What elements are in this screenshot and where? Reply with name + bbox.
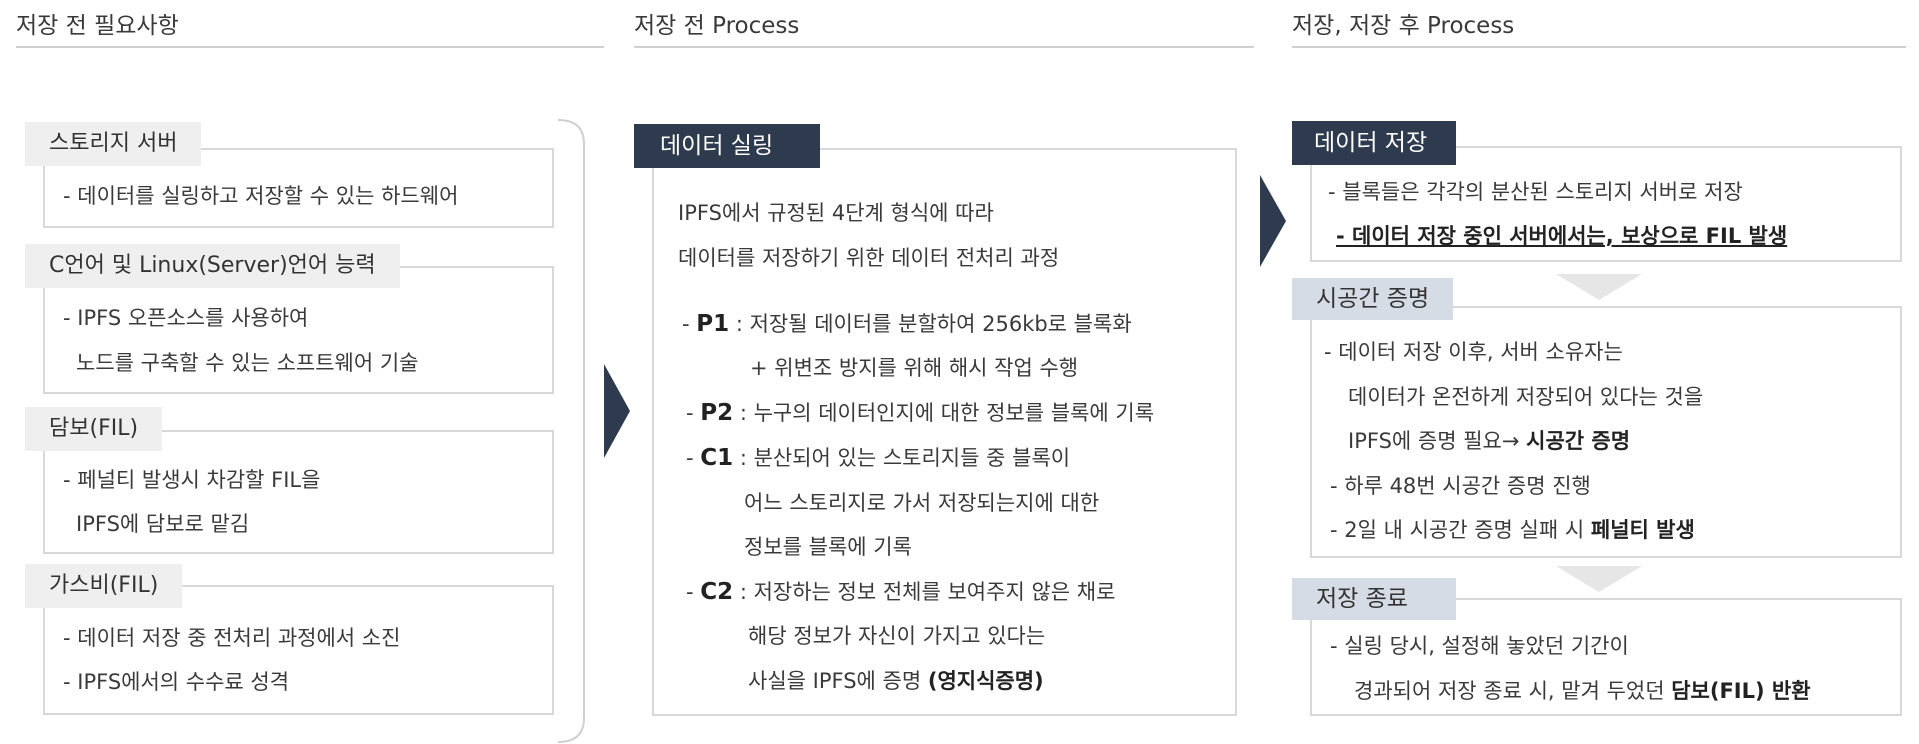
step-p2: - P2 : 누구의 데이터인지에 대한 정보를 블록에 기록 [686,397,1154,427]
section-line: - IPFS 오픈소스를 사용하여 [63,306,309,330]
proof-line: 데이터가 온전하게 저장되어 있다는 것을 [1348,385,1704,409]
store-box [1310,146,1902,262]
bracket-shape [557,119,585,743]
sealing-box [652,148,1237,716]
arrow-right-icon [604,364,630,458]
step-text: : 저장될 데이터를 분할하여 256kb로 블록화 [729,312,1132,336]
step-line: 정보를 블록에 기록 [744,535,912,559]
section-line: - IPFS에서의 수수료 성격 [63,670,290,694]
step-prefix: - [686,401,701,425]
proof-text: IPFS에 증명 필요→ [1348,429,1527,453]
step-line: 사실을 IPFS에 증명 (영지식증명) [748,665,1044,695]
step-text: : 누구의 데이터인지에 대한 정보를 블록에 기록 [733,401,1155,425]
proof-box [1310,306,1902,558]
step-prefix: - [686,580,701,604]
column-divider [634,46,1254,48]
section-line: 노드를 구축할 수 있는 소프트웨어 기술 [76,351,419,375]
section-line: - 데이터 저장 중 전처리 과정에서 소진 [63,626,401,650]
step-c1: - C1 : 분산되어 있는 스토리지들 중 블록이 [686,442,1070,472]
proof-line: - 데이터 저장 이후, 서버 소유자는 [1324,340,1623,364]
arrow-right-icon [1260,175,1286,267]
chevron-down-icon [1556,566,1642,592]
step-code: P1 [696,311,730,337]
proof-line: - 2일 내 시공간 증명 실패 시 페널티 발생 [1330,514,1695,544]
proof-line: - 하루 48번 시공간 증명 진행 [1330,474,1591,498]
penalty-label: 페널티 발생 [1590,518,1695,542]
step-c2: - C2 : 저장하는 정보 전체를 보여주지 않은 채로 [686,576,1115,606]
proof-line: IPFS에 증명 필요→ 시공간 증명 [1348,425,1630,455]
column-header-requirements: 저장 전 필요사항 [16,13,179,39]
section-title-collateral: 담보(FIL) [25,407,163,451]
step-line: + 위변조 방지를 위해 해시 작업 수행 [750,356,1079,380]
section-line: - 데이터를 실링하고 저장할 수 있는 하드웨어 [63,184,459,208]
collateral-return-label: 담보(FIL) 반환 [1671,679,1811,703]
end-text: 경과되어 저장 종료 시, 맡겨 두었던 [1354,679,1672,703]
step-line: 해당 정보가 자신이 가지고 있다는 [748,624,1046,648]
step-prefix: - [682,312,697,336]
step-text: : 분산되어 있는 스토리지들 중 블록이 [733,446,1071,470]
step-code: P2 [700,400,734,426]
end-line: - 실링 당시, 설정해 놓았던 기간이 [1330,634,1629,658]
store-title: 데이터 저장 [1292,121,1456,165]
step-code: C2 [700,579,734,605]
end-line: 경과되어 저장 종료 시, 맡겨 두었던 담보(FIL) 반환 [1354,675,1811,705]
section-line: IPFS에 담보로 맡김 [76,512,250,536]
step-code: C1 [700,445,734,471]
step-line: 어느 스토리지로 가서 저장되는지에 대한 [744,491,1100,515]
section-title-language-skill: C언어 및 Linux(Server)언어 능력 [25,244,400,288]
column-divider [1292,46,1906,48]
store-reward-line: - 데이터 저장 중인 서버에서는, 보상으로 FIL 발생 [1336,224,1788,248]
section-title-gas-fee: 가스비(FIL) [25,564,183,608]
end-title: 저장 종료 [1292,578,1456,620]
intro-line: 데이터를 저장하기 위한 데이터 전처리 과정 [678,246,1060,270]
step-p1: - P1 : 저장될 데이터를 분할하여 256kb로 블록화 [682,308,1132,338]
zero-knowledge-proof-label: (영지식증명) [927,669,1044,693]
intro-line: IPFS에서 규정된 4단계 형식에 따라 [678,201,994,225]
column-divider [16,46,604,48]
column-header-pre-process: 저장 전 Process [634,13,800,39]
proof-bold-text: 시공간 증명 [1526,429,1631,453]
sealing-title: 데이터 실링 [634,124,820,168]
column-header-post-process: 저장, 저장 후 Process [1292,13,1515,39]
proof-title: 시공간 증명 [1292,278,1454,320]
section-line: - 페널티 발생시 차감할 FIL을 [63,468,321,492]
chevron-down-icon [1556,274,1642,300]
store-line: - 블록들은 각각의 분산된 스토리지 서버로 저장 [1328,180,1743,204]
step-text: : 저장하는 정보 전체를 보여주지 않은 채로 [733,580,1116,604]
proof-text: - 2일 내 시공간 증명 실패 시 [1330,518,1591,542]
step-prefix: - [686,446,701,470]
section-title-storage-server: 스토리지 서버 [25,122,202,166]
step-text: 사실을 IPFS에 증명 [748,669,928,693]
